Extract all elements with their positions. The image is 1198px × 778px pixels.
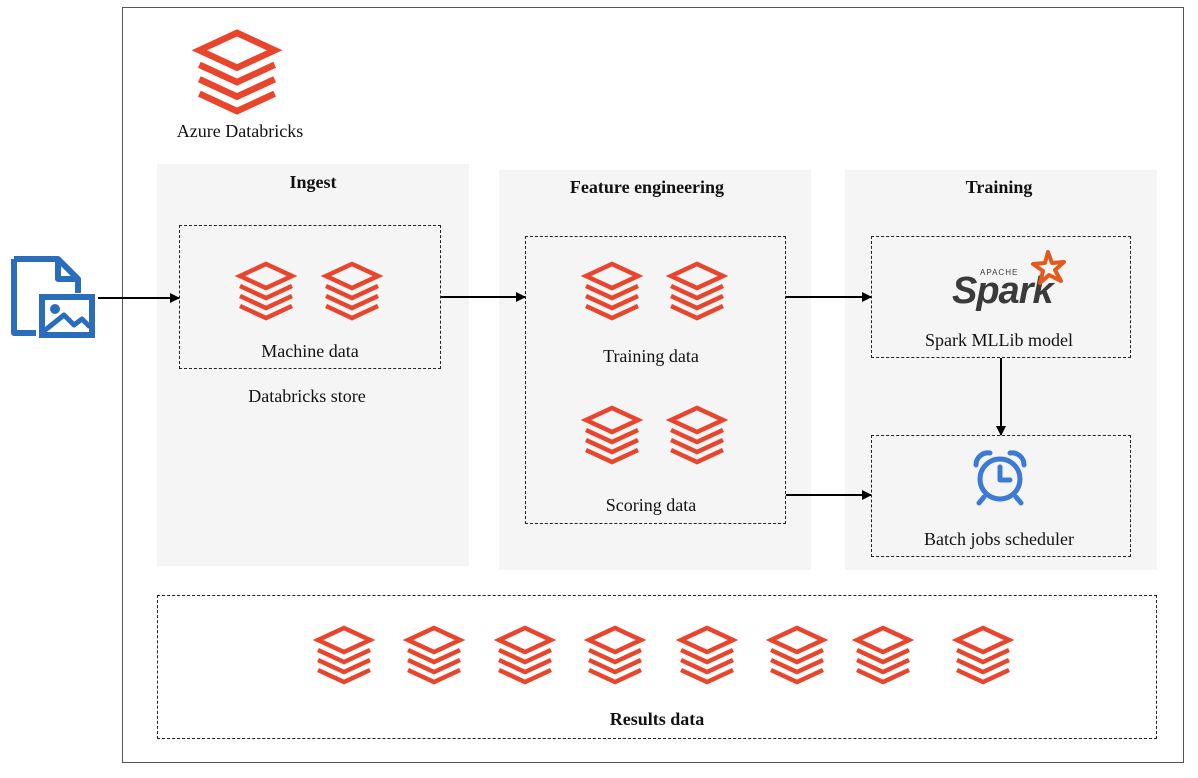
databricks-store-label: Databricks store xyxy=(248,386,366,406)
results-data-label: Results data xyxy=(609,709,705,729)
batch-jobs-scheduler-label: Batch jobs scheduler xyxy=(924,529,1074,549)
ingest-title: Ingest xyxy=(289,172,337,192)
feature-data-container xyxy=(525,236,786,524)
training-data-label: Training data xyxy=(603,346,699,366)
results-data-container xyxy=(157,595,1157,739)
machine-data-label: Machine data xyxy=(261,341,359,361)
spark-mllib-model-label: Spark MLLib model xyxy=(925,330,1073,350)
spark-logo-sub: APACHE xyxy=(980,268,1019,277)
spark-logo: APACHE Spark xyxy=(950,248,1080,314)
spark-star-icon xyxy=(1031,250,1066,285)
ingest-panel xyxy=(157,164,469,566)
file-image-icon xyxy=(11,256,95,338)
feature-engineering-title: Feature engineering xyxy=(569,177,725,197)
alarm-clock-icon xyxy=(973,450,1027,506)
scoring-data-label: Scoring data xyxy=(605,495,697,515)
platform-title: Azure Databricks xyxy=(176,121,304,141)
training-title: Training xyxy=(965,177,1033,197)
azure-databricks-boundary xyxy=(122,7,1184,763)
spark-logo-text: Spark xyxy=(952,270,1054,312)
